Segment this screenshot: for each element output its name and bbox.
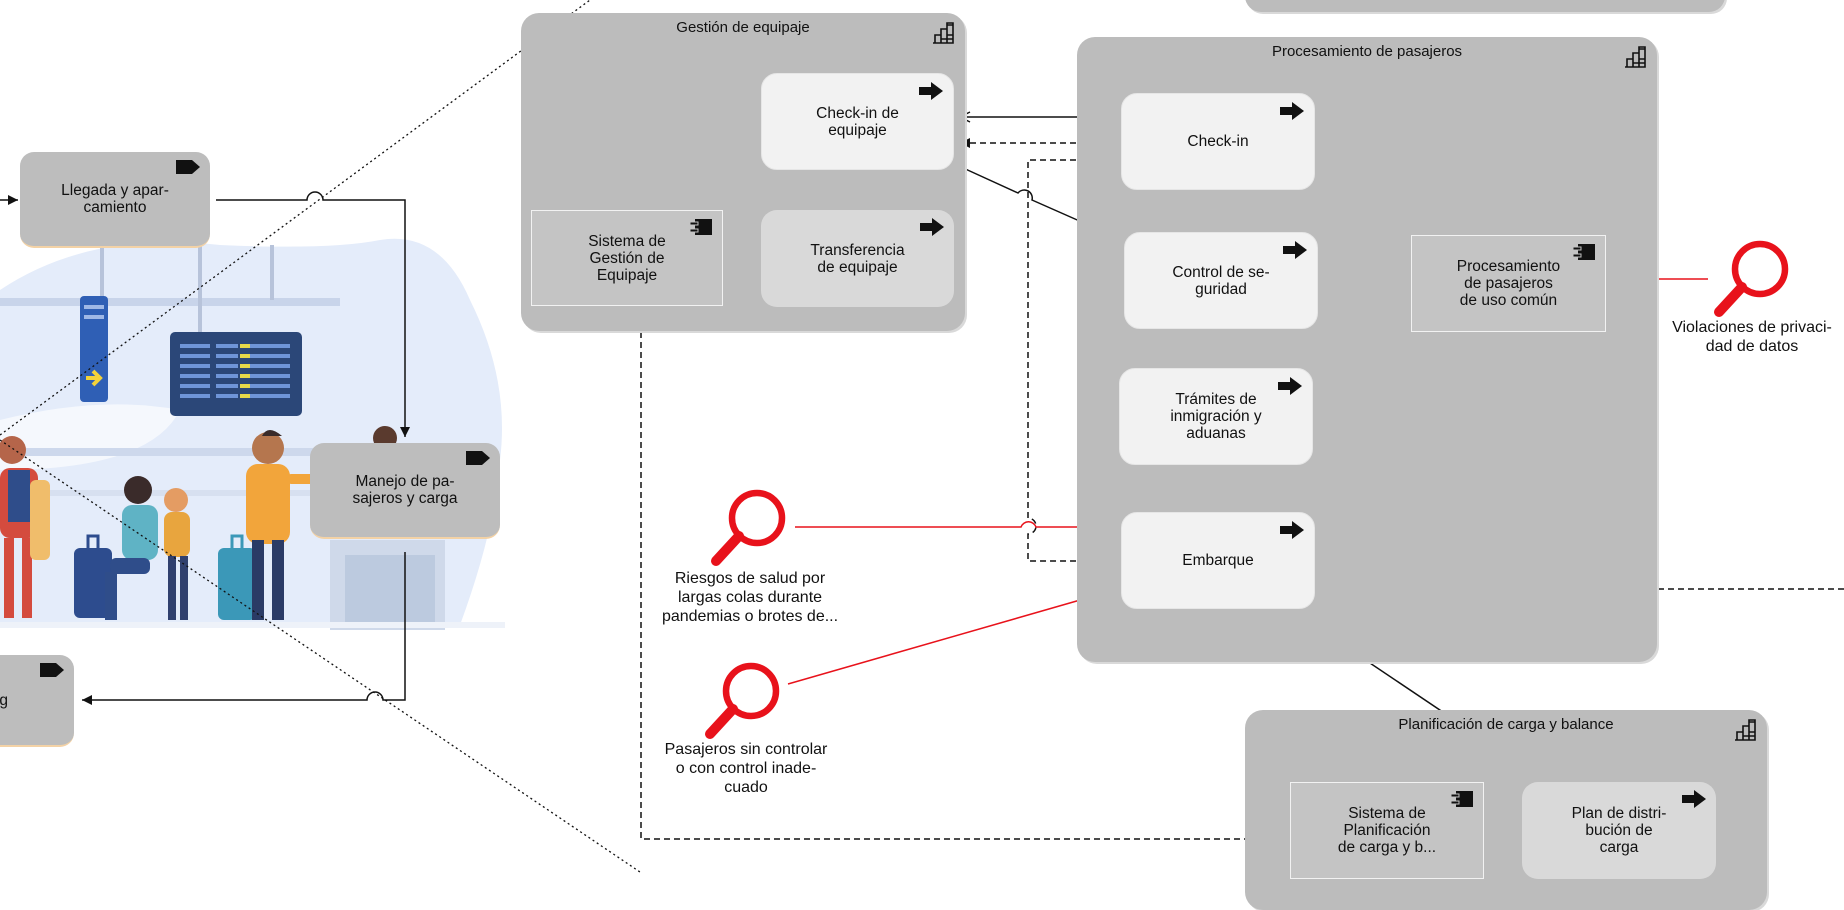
chevron-tag-icon <box>466 451 490 465</box>
component-icon <box>1451 791 1473 807</box>
link-checkin-boarding-flow <box>1027 159 1116 566</box>
system-baggage-management[interactable]: Sistema de Gestión de Equipaje <box>531 210 723 306</box>
node-label: Control de se- guridad <box>1172 263 1270 298</box>
top-right-group-partial <box>1245 0 1725 12</box>
process-security-control[interactable]: Control de se- guridad <box>1124 232 1318 329</box>
group-title: Planificación de carga y balance <box>1398 716 1614 733</box>
magnifier-icon[interactable] <box>702 658 784 740</box>
group-title: Gestión de equipaje <box>676 19 810 36</box>
arrow-right-icon <box>920 218 944 236</box>
function-passenger-cargo-handling[interactable]: Manejo de pa- sajeros y carga <box>310 443 500 539</box>
group-title: Procesamiento de pasajeros <box>1271 43 1463 60</box>
node-label: Llegada y apar- camiento <box>61 182 169 216</box>
grid-stairs-icon <box>1625 46 1646 68</box>
process-load-distribution-plan[interactable]: Plan de distri- bución de carga <box>1522 782 1716 879</box>
magnifier-icon[interactable] <box>1711 236 1793 318</box>
arrow-right-icon <box>1283 241 1307 259</box>
risk-uncontrolled-label: Pasajeros sin controlar o con control in… <box>664 741 828 796</box>
process-checkin[interactable]: Check-in <box>1121 93 1315 190</box>
link-handling-cut <box>82 552 406 705</box>
function-cut-left[interactable]: g <box>0 655 74 747</box>
risk-privacy-label: Violaciones de privaci- dad de datos <box>1672 319 1832 355</box>
grid-stairs-icon <box>933 22 954 44</box>
arrow-right-icon <box>1280 521 1304 539</box>
chevron-tag-icon <box>176 160 200 174</box>
component-icon <box>690 219 712 235</box>
node-label: g <box>0 691 8 709</box>
node-label: Procesamiento de pasajeros de uso común <box>1456 258 1561 309</box>
grid-stairs-icon <box>1735 719 1756 741</box>
link-baggage-security <box>960 166 1118 238</box>
system-load-planning[interactable]: Sistema de Planificación de carga y b... <box>1290 782 1484 879</box>
zoom-line-top <box>0 0 591 436</box>
node-label: Trámites de inmigración y aduanas <box>1170 391 1262 442</box>
function-arrival-parking[interactable]: Llegada y apar- camiento <box>20 152 210 248</box>
process-immigration-customs[interactable]: Trámites de inmigración y aduanas <box>1119 368 1313 465</box>
node-label: Sistema de Planificación de carga y b... <box>1337 805 1437 856</box>
node-label: Manejo de pa- sajeros y carga <box>352 473 458 507</box>
process-boarding[interactable]: Embarque <box>1121 512 1315 609</box>
link-uncontrolled-boarding <box>787 590 1115 685</box>
node-label: Plan de distri- bución de carga <box>1571 805 1667 856</box>
node-label: Transferencia de equipaje <box>810 241 905 276</box>
arrow-right-icon <box>1280 102 1304 120</box>
node-label: Check-in de equipaje <box>816 104 899 139</box>
airport-illustration <box>0 238 505 630</box>
risk-health-label: Riesgos de salud por largas colas durant… <box>661 570 839 625</box>
process-baggage-transfer[interactable]: Transferencia de equipaje <box>761 210 954 307</box>
node-label: Check-in <box>1187 133 1249 150</box>
process-baggage-checkin[interactable]: Check-in de equipaje <box>761 73 954 170</box>
arrow-right-icon <box>1278 377 1302 395</box>
link-baggage-load <box>640 312 1283 844</box>
magnifier-icon[interactable] <box>708 485 790 567</box>
link-arrival-handling <box>216 191 410 437</box>
chevron-tag-icon <box>40 663 64 677</box>
node-label: Sistema de Gestión de Equipaje <box>588 232 666 284</box>
component-icon <box>1573 244 1595 260</box>
node-label: Embarque <box>1182 552 1254 569</box>
link-health-boarding <box>795 521 1115 527</box>
system-common-passenger-processing[interactable]: Procesamiento de pasajeros de uso común <box>1411 235 1606 332</box>
arrow-right-icon <box>919 82 943 100</box>
arrow-right-icon <box>1682 790 1706 808</box>
zoom-line-bottom <box>0 439 641 873</box>
